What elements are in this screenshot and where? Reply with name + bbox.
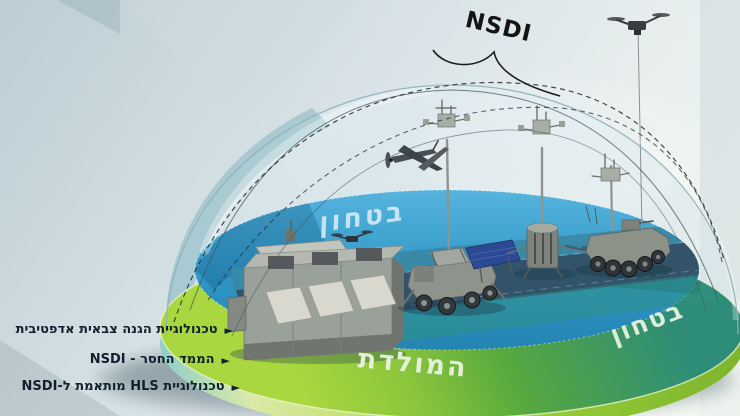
facet-polygon (120, 0, 360, 120)
trajectory-dashed-arc (207, 106, 723, 301)
dome-meridian (231, 129, 707, 337)
dome-outline (165, 84, 739, 335)
equipment (227, 13, 672, 364)
dome-meridian (189, 89, 719, 311)
armored-vehicle (576, 153, 672, 278)
tethered-drone (607, 13, 670, 231)
dome-arcs (165, 81, 739, 337)
mast-sensor-head (591, 153, 630, 182)
open-hatch (268, 256, 294, 269)
solar-panel (465, 239, 521, 283)
dome-sheen (420, 80, 700, 220)
open-hatch (312, 252, 338, 265)
facet-polygon-bottom-left (0, 340, 120, 416)
uav-plane-icon (385, 140, 449, 171)
military-disc-shade (196, 194, 325, 290)
nsdi-label: NSDI (463, 7, 535, 48)
generator-mast-unit (507, 105, 593, 280)
ugv-vehicle (398, 99, 506, 316)
container-launcher (227, 245, 406, 364)
drone-body (628, 21, 646, 30)
sensor-box-icon (286, 230, 296, 242)
small-drone-icon (331, 230, 373, 242)
mast-sensor-head (518, 105, 565, 135)
sensor-mast (445, 138, 451, 266)
facet-triangle (57, 0, 120, 34)
hatch-lid (349, 274, 397, 311)
hatch-lid (307, 280, 355, 318)
hatch-lid (265, 286, 313, 325)
brace (432, 49, 561, 97)
open-hatch (356, 248, 382, 261)
trajectory-dashed-arc (173, 81, 725, 323)
tether-line (637, 27, 643, 231)
